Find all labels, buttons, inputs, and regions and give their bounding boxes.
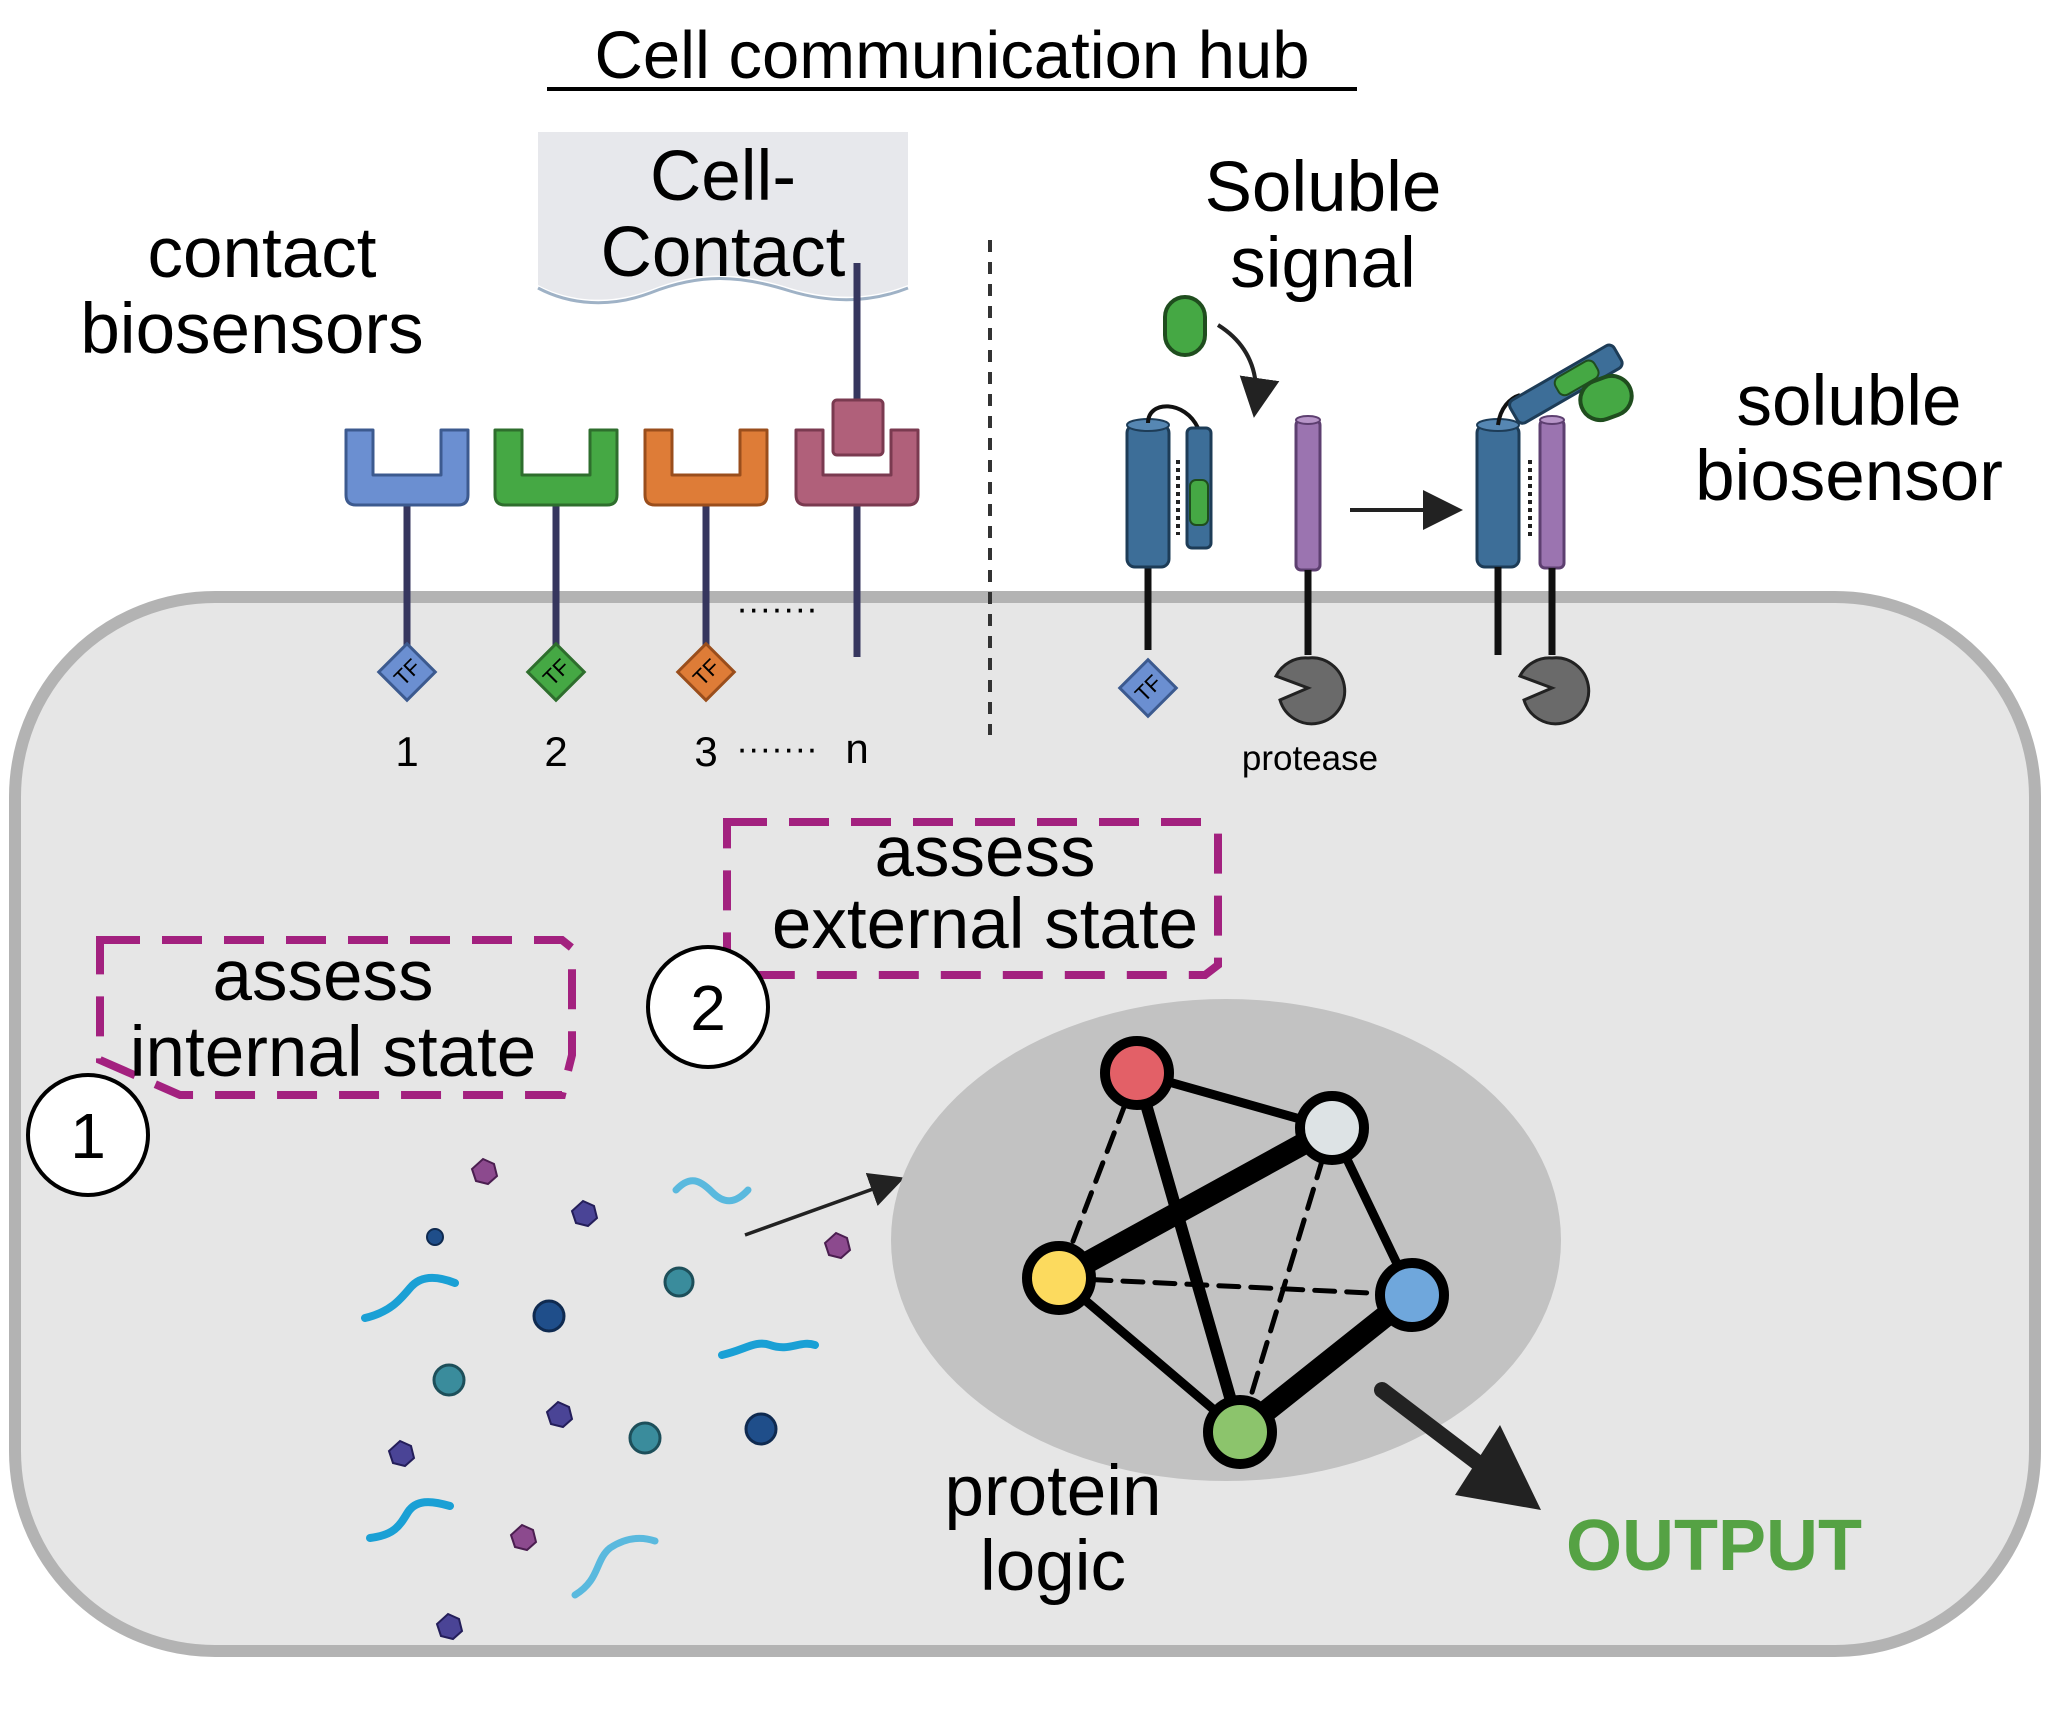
rna-strand <box>571 1534 659 1599</box>
contact-biosensors-line1: contact <box>148 214 377 293</box>
rna-strand <box>366 1498 454 1542</box>
bound-ligand <box>831 398 885 457</box>
diagram-title: Cell communication hub <box>594 18 1309 93</box>
network-node-blue <box>1375 1258 1449 1332</box>
network-edge <box>1054 1273 1245 1437</box>
hexagon-molecule <box>470 1157 499 1186</box>
soluble-biosensor-unbound: TF <box>1117 404 1213 719</box>
network-edge <box>1048 1117 1343 1289</box>
network-edge <box>1056 1275 1415 1298</box>
internal-state-line1: assess <box>213 937 434 1016</box>
tf-diamond-1 <box>376 641 438 703</box>
protein-logic-region <box>891 999 1561 1481</box>
network-edge <box>1237 1125 1335 1435</box>
cell-contact-label-line2: Contact <box>601 213 846 292</box>
protein-logic-line1: protein <box>944 1452 1161 1531</box>
protein-logic-line2: logic <box>980 1527 1126 1606</box>
external-state-line2: external state <box>772 885 1198 964</box>
hexagon-molecule <box>823 1231 852 1260</box>
network-node-white <box>1295 1091 1369 1165</box>
hexagon-molecule <box>509 1523 538 1552</box>
soluble-biosensor-bound <box>1475 343 1634 726</box>
network-node-green <box>1203 1395 1277 1469</box>
soluble-biosensor-line1: soluble <box>1737 362 1962 441</box>
tf-diamond-soluble <box>1117 657 1179 719</box>
rna-strand <box>672 1177 752 1205</box>
receptor-number-n: n <box>845 725 868 772</box>
protease-pacman <box>1273 656 1347 726</box>
hexagon-molecule <box>545 1400 574 1429</box>
external-state-line1: assess <box>875 813 1096 892</box>
rna-strand <box>718 1339 819 1359</box>
receptor-ellipsis-bottom: ······· <box>736 729 818 768</box>
soluble-biosensor-line2: biosensor <box>1695 437 2003 516</box>
receptor-ellipsis-top: ······· <box>736 589 818 628</box>
internal-state-line2: internal state <box>130 1013 537 1092</box>
tf-diamond-3 <box>675 641 737 703</box>
contact-receptor-1: TF <box>344 428 470 703</box>
contact-receptor-2: TF <box>493 428 619 703</box>
soluble-signal-line2: signal <box>1230 224 1416 303</box>
round-molecule <box>432 1363 466 1397</box>
internal-state-box <box>96 936 576 1099</box>
tf-diamond-2 <box>525 641 587 703</box>
svg-text:1: 1 <box>70 1100 106 1172</box>
network-node-red <box>1100 1036 1174 1110</box>
contact-receptor-3: TF <box>643 428 769 703</box>
rna-strand <box>361 1273 459 1322</box>
hexagon-molecule <box>435 1612 464 1641</box>
step-2-marker: 2 <box>646 945 770 1069</box>
hexagon-molecule <box>570 1199 599 1228</box>
round-molecule <box>426 1228 444 1246</box>
soluble-ligand <box>1163 295 1207 357</box>
input-arrow <box>744 1173 905 1237</box>
internal-molecules <box>361 1157 852 1641</box>
receptor-number-1: 1 <box>395 728 418 775</box>
contact-biosensors-line2: biosensors <box>80 290 423 369</box>
cell-contact-label-line1: Cell- <box>650 137 796 216</box>
svg-text:2: 2 <box>690 972 726 1044</box>
protease-partner <box>1273 415 1347 726</box>
round-molecule <box>744 1412 778 1446</box>
ligand-arrow <box>1216 323 1280 418</box>
receptor-number-3: 3 <box>694 728 717 775</box>
cell-contact-surface <box>537 132 909 305</box>
contact-receptor-n <box>794 263 920 657</box>
hexagon-molecule <box>387 1439 416 1468</box>
round-molecule <box>663 1266 695 1298</box>
round-molecule <box>628 1421 662 1455</box>
output-label: OUTPUT <box>1566 1506 1862 1586</box>
receptor-number-2: 2 <box>544 728 567 775</box>
network-edge <box>1131 1067 1246 1438</box>
step-1-marker: 1 <box>26 1073 150 1197</box>
soluble-signal-line1: Soluble <box>1205 148 1442 227</box>
round-molecule <box>532 1299 566 1333</box>
network-node-yellow <box>1022 1241 1096 1315</box>
protease-label: protease <box>1242 739 1378 778</box>
output-arrow <box>1374 1382 1541 1510</box>
